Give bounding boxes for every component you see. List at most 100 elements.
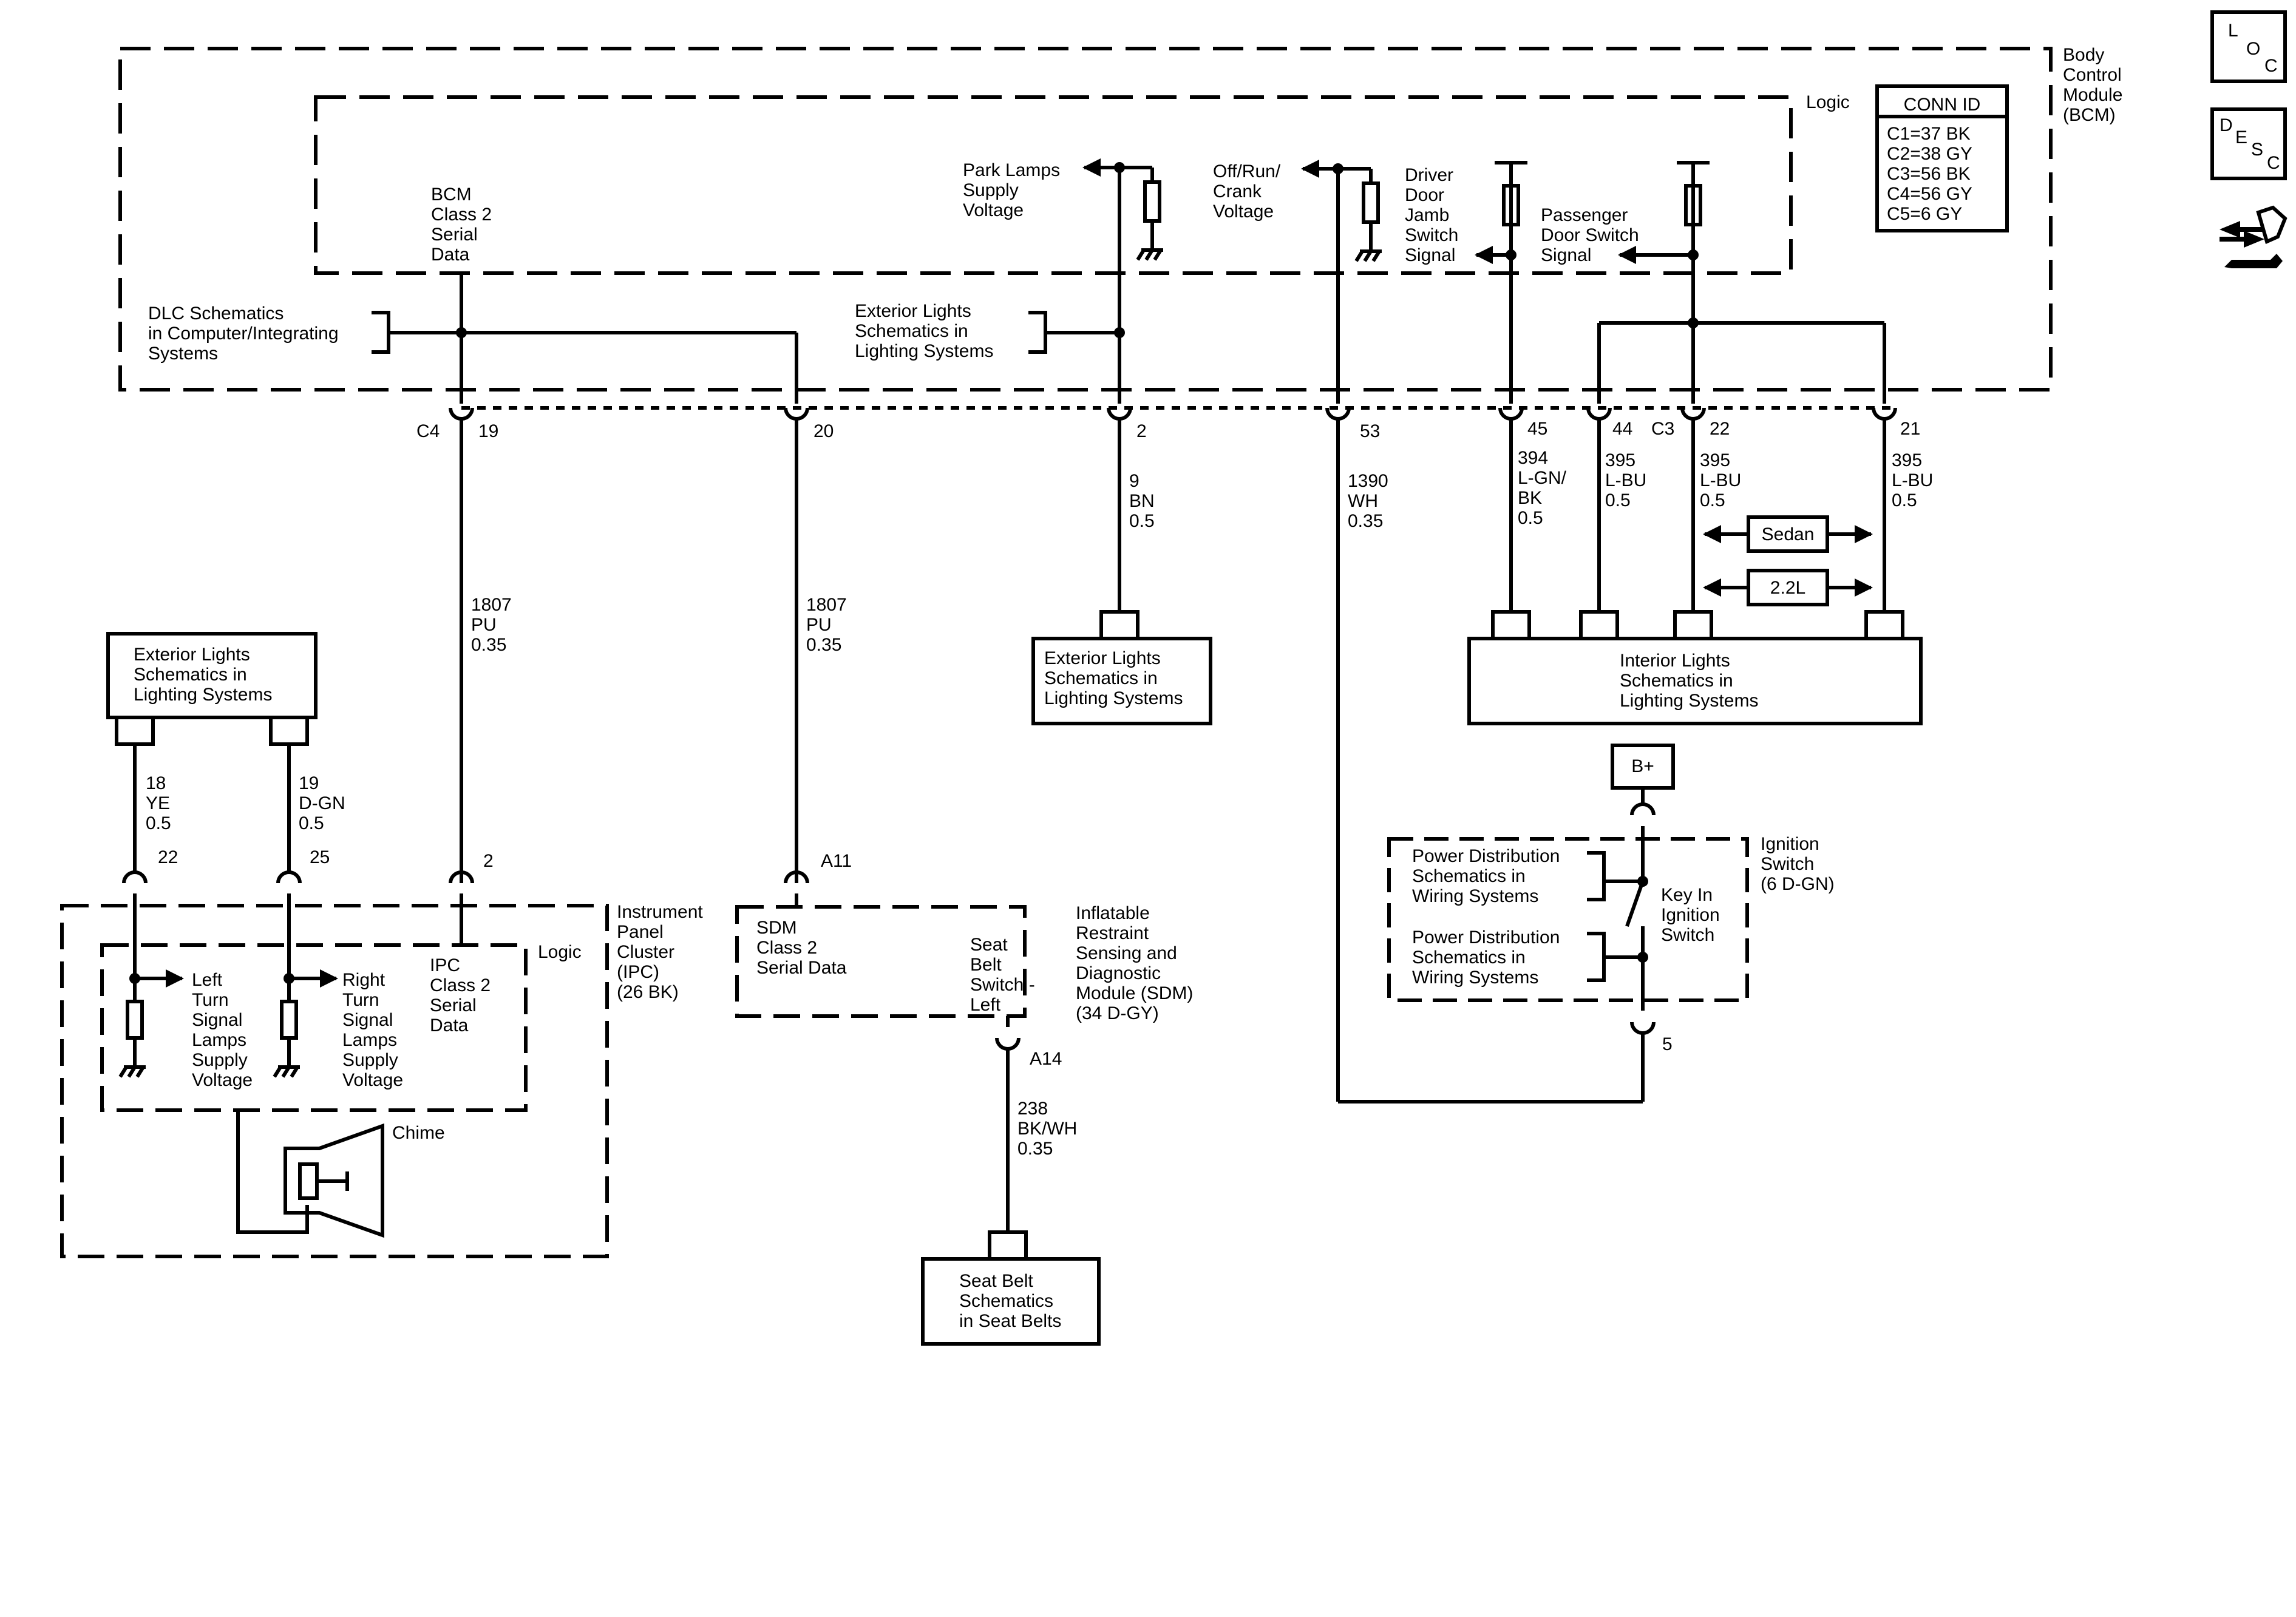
ipc-class2-label-line-3: Serial [430,995,477,1015]
key-in-switch-label-line-2: Ignition [1661,905,1720,925]
ipc-right-turn-label-line-6: Voltage [342,1070,403,1090]
ipc-right-resistor [280,1000,298,1040]
seatbelt-ref-line-2: Schematics [959,1291,1053,1311]
wire-1807-sdm-label-line-3: 0.35 [806,635,841,655]
junction-ipc-left [129,973,140,984]
ext-top-bracket [1028,311,1047,354]
pin-20: 20 [813,421,834,441]
ext-lights-ref-mid-line-1: Exterior Lights [1044,648,1161,668]
wire-238-label-line-1: 238 [1017,1099,1048,1119]
wrench-icon[interactable] [2220,205,2288,268]
bcm-class2-label-line-3: Serial [431,225,478,245]
diagram-labels: BodyControlModule(BCM)LogicInstrumentPan… [134,21,2280,1331]
ipc25-arc [276,870,302,884]
pin-a11: A11 [821,851,852,871]
ipc-logic-label: Logic [538,942,582,962]
key-in-switch-label-line-3: Switch [1661,925,1714,945]
wire-395a-label-line-3: 0.5 [1605,490,1631,510]
wire-395c-label-line-2: L-BU [1892,470,1933,490]
interior-lights-ref-line-3: Lighting Systems [1620,691,1758,711]
park-resistor [1143,180,1161,223]
loc-icon[interactable] [2210,10,2287,83]
bcm-class2-label-line-1: BCM [431,185,472,205]
wire-238-label-line-3: 0.35 [1017,1139,1053,1159]
ipc-right-ground [273,1065,300,1078]
power-dist-ref-1-line-2: Schematics in [1412,866,1526,886]
bplus-label: B+ [1631,756,1654,776]
a11-arc [784,870,809,884]
sdm-seatbelt-label-line-3: Switch - [970,975,1035,995]
pass-resistor [1684,184,1702,226]
dlc-ref-line-2: in Computer/Integrating [148,324,339,344]
driver-door-label-line-2: Door [1405,185,1444,205]
ext-lights-ref-left-line-2: Schematics in [134,665,247,685]
wire-395a-label-line-2: L-BU [1605,470,1646,490]
wire-18-label-line-3: 0.5 [146,813,171,833]
chime-label: Chime [392,1123,445,1143]
pin-ign-5: 5 [1662,1034,1673,1054]
bcm-title-line-2: Control [2063,65,2122,85]
park-lamps-label-line-3: Voltage [963,200,1024,220]
ipc-logic-box [100,943,528,1112]
ipc-left-turn-label-line-1: Left [192,970,223,990]
pin-ipc-25: 25 [310,847,330,867]
ext-lights-ref-top-line-1: Exterior Lights [855,301,971,321]
seatbelt-ref-line-1: Seat Belt [959,1271,1033,1291]
wire-394-label-line-1: 394 [1518,448,1548,468]
ignition-title-line-3: (6 D-GN) [1761,874,1835,894]
offrun-label-line-2: Crank [1213,181,1262,202]
ign-key-switch [1625,881,1645,927]
passenger-door-label-line-2: Door Switch [1541,225,1639,245]
ipc-left-turn-label-line-5: Supply [192,1050,248,1070]
wire-9-label-line-3: 0.5 [1129,511,1155,531]
desc-letter: S [2251,140,2263,160]
desc-icon[interactable] [2210,107,2287,180]
bcm-class2-label-line-2: Class 2 [431,205,492,225]
wire-1807-sdm-label-line-2: PU [806,615,832,635]
driver-door-label-line-5: Signal [1405,245,1455,265]
chime-speaker [284,1123,384,1238]
power-dist-ref-1-line-3: Wiring Systems [1412,886,1538,906]
wire-394-label-line-2: L-GN/ [1518,468,1567,488]
offrun-label-line-3: Voltage [1213,202,1274,222]
ignition-title-line-2: Switch [1761,854,1814,874]
pin-22: 22 [1710,419,1730,439]
ipc-left-resistor [126,1000,144,1040]
ipc-left-turn-label-line-2: Turn [192,990,229,1010]
bcm-logic-label: Logic [1806,92,1850,112]
park-lamps-label-line-1: Park Lamps [963,160,1060,180]
ipc-module-box [60,904,609,1258]
conn-id-title: CONN ID [1904,95,1981,115]
ipc-title-line-1: Instrument [617,902,703,922]
bcm-title-line-3: Module [2063,85,2122,105]
int-conn-1 [1491,610,1531,639]
pin-19: 19 [478,421,498,441]
wire-1807-ipc-label-line-1: 1807 [471,595,512,615]
offrun-label-line-1: Off/Run/ [1213,161,1281,181]
seatbelt-box [921,1257,1101,1346]
ipc22-arc [122,870,148,884]
ext-lights-ref-left-line-1: Exterior Lights [134,645,250,665]
junction-ign-1 [1637,876,1648,887]
ipc-left-turn-label-line-4: Lamps [192,1030,246,1050]
wire-9-label-line-2: BN [1129,491,1155,511]
ipc-title-line-2: Panel [617,922,664,942]
ext-mid-conn [1099,610,1140,639]
bcm-title-line-4: (BCM) [2063,105,2116,125]
junction-offrun [1333,163,1343,174]
sdm-seatbelt-label-line-4: Left [970,995,1001,1015]
sdm-title-line-1: Inflatable [1076,903,1150,923]
ext-lights-ref-mid-line-2: Schematics in [1044,668,1158,688]
wire-9-label-line-1: 9 [1129,471,1140,491]
power2-bracket [1587,932,1606,982]
dlc-ref-line-1: DLC Schematics [148,303,284,324]
driver-door-label-line-1: Driver [1405,165,1453,185]
ext-lights-ref-mid-line-3: Lighting Systems [1044,688,1183,708]
pin-45: 45 [1527,419,1547,439]
pin-44: 44 [1612,419,1632,439]
bcm-title-line-1: Body [2063,45,2104,65]
ipc-title-line-4: (IPC) [617,962,659,982]
power-dist-ref-2-line-3: Wiring Systems [1412,968,1538,988]
ext-lights-ref-top-line-3: Lighting Systems [855,341,993,361]
